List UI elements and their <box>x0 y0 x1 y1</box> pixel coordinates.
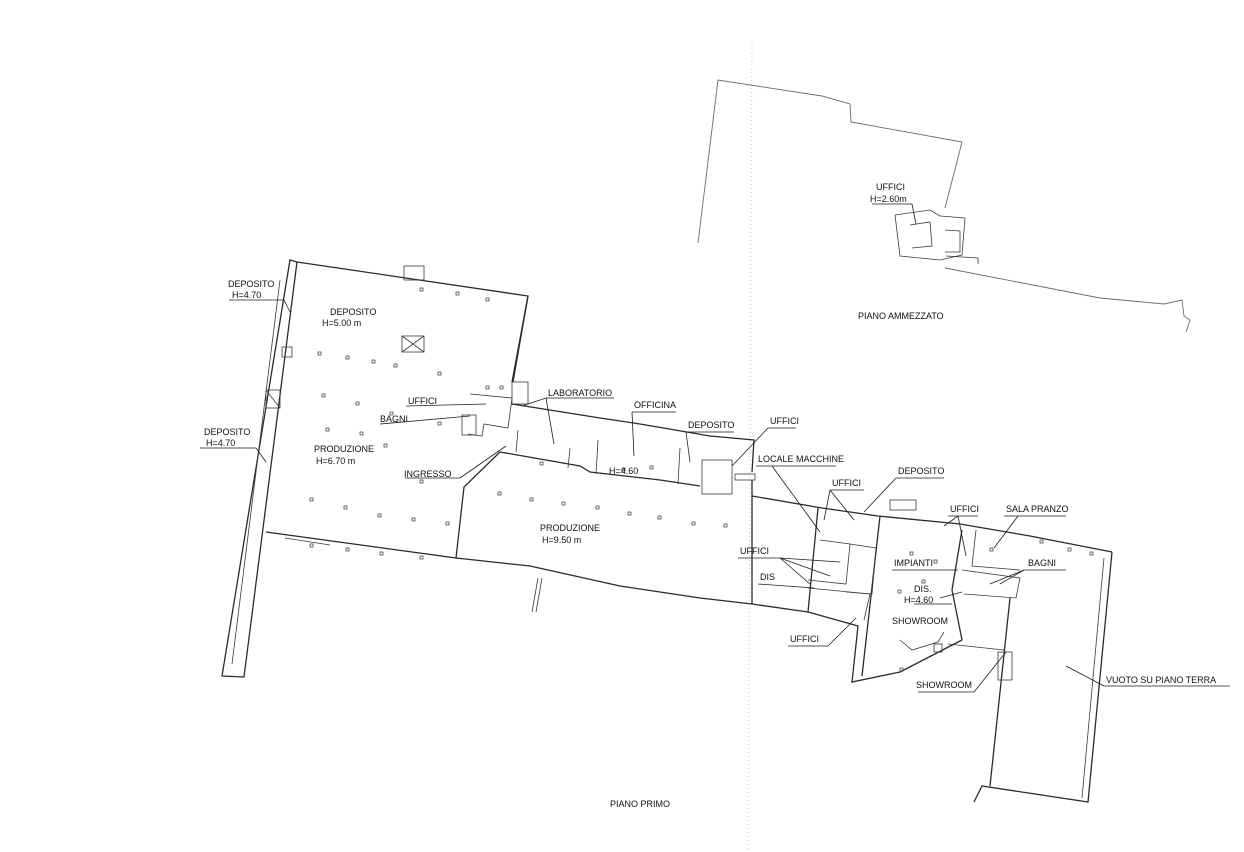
column-marker <box>909 551 914 556</box>
label-uffici-left: UFFICI <box>408 396 437 406</box>
column-marker <box>377 513 382 518</box>
column-marker <box>899 667 904 672</box>
label-impianti: IMPIANTI <box>894 558 933 568</box>
column-marker <box>383 443 388 448</box>
column-marker <box>389 411 394 416</box>
column-marker <box>309 543 314 548</box>
column-markers <box>309 287 1094 672</box>
column-marker <box>485 385 490 390</box>
column-marker <box>1067 547 1072 552</box>
label-locale-macchine: LOCALE MACCHINE <box>758 454 844 464</box>
label-laboratorio: LABORATORIO <box>548 388 612 398</box>
column-marker <box>393 363 398 368</box>
column-marker <box>539 461 544 466</box>
label-height-officina: H=4.60 <box>609 466 638 476</box>
label-height-deposito-top-left: H=4.70 <box>232 290 261 300</box>
produzione-hall-walls <box>284 480 809 613</box>
label-height-deposito-main: H=5.00 m <box>322 318 361 328</box>
label-vuoto: VUOTO SU PIANO TERRA <box>1106 675 1216 685</box>
right-block-walls <box>751 495 1113 683</box>
column-marker <box>561 501 566 506</box>
column-marker <box>595 505 600 510</box>
central-corridor-walls <box>499 403 756 495</box>
column-marker <box>497 491 502 496</box>
column-marker <box>691 521 696 526</box>
column-marker <box>359 431 364 436</box>
column-marker <box>627 511 632 516</box>
label-bagni-left: BAGNI <box>380 414 408 424</box>
label-produzione-left: PRODUZIONE <box>314 444 374 454</box>
column-marker <box>419 479 424 484</box>
label-height-produzione-main: H=9.50 m <box>542 535 581 545</box>
label-uffici-bottom: UFFICI <box>790 634 819 644</box>
column-marker <box>529 497 534 502</box>
column-marker <box>621 467 626 472</box>
label-showroom-outer: SHOWROOM <box>916 680 972 690</box>
column-marker <box>485 297 490 302</box>
label-uffici-right-top: UFFICI <box>832 478 861 488</box>
column-marker <box>437 421 442 426</box>
column-marker <box>419 555 424 560</box>
label-height-showroom-area: H=4.60 <box>904 595 933 605</box>
label-height-mezzanine: H=2.60m <box>870 194 907 204</box>
label-uffici-mid: UFFICI <box>770 416 799 426</box>
column-marker <box>657 515 662 520</box>
room-labels: UFFICI H=2.60m PIANO AMMEZZATO DEPOSITO … <box>204 182 1216 809</box>
column-marker <box>345 547 350 552</box>
label-height-produzione-left: H=6.70 m <box>316 456 355 466</box>
column-marker <box>649 465 654 470</box>
label-height-deposito-left: H=4.70 <box>206 438 235 448</box>
column-marker <box>455 291 460 296</box>
label-produzione-main: PRODUZIONE <box>540 523 600 533</box>
column-marker <box>321 393 326 398</box>
column-marker <box>921 579 926 584</box>
label-deposito-top-left: DEPOSITO <box>228 279 274 289</box>
label-officina: OFFICINA <box>634 400 676 410</box>
column-marker <box>445 521 450 526</box>
label-deposito-right: DEPOSITO <box>898 466 944 476</box>
label-deposito-main: DEPOSITO <box>330 307 376 317</box>
label-dis-right: DIS. <box>914 584 932 594</box>
column-marker <box>723 523 728 528</box>
column-marker <box>419 287 424 292</box>
sheet-seam <box>747 39 753 852</box>
label-piano-ammezzato: PIANO AMMEZZATO <box>858 311 944 321</box>
column-marker <box>1039 539 1044 544</box>
label-dis-left: DIS <box>760 572 775 582</box>
column-marker <box>317 351 322 356</box>
column-marker <box>989 547 994 552</box>
label-uffici-right: UFFICI <box>950 504 979 514</box>
column-marker <box>355 401 360 406</box>
column-marker <box>933 559 938 564</box>
label-sala-pranzo: SALA PRANZO <box>1006 504 1069 514</box>
label-bagni-right: BAGNI <box>1028 558 1056 568</box>
label-showroom-inner: SHOWROOM <box>892 616 948 626</box>
column-marker <box>309 497 314 502</box>
leader-lines <box>200 203 1230 693</box>
mezzanine-outline <box>697 79 1191 333</box>
column-marker <box>371 359 376 364</box>
left-strip-walls <box>221 259 298 678</box>
label-piano-primo: PIANO PRIMO <box>610 799 670 809</box>
label-deposito-left: DEPOSITO <box>204 427 250 437</box>
column-marker <box>897 589 902 594</box>
column-marker <box>379 551 384 556</box>
void-area-walls <box>947 551 1113 803</box>
column-marker <box>437 371 442 376</box>
left-block-walls <box>265 261 529 559</box>
label-ingresso: INGRESSO <box>404 469 452 479</box>
label-deposito-mid: DEPOSITO <box>688 420 734 430</box>
column-marker <box>411 517 416 522</box>
column-marker <box>499 385 504 390</box>
column-marker <box>345 355 350 360</box>
column-marker <box>343 505 348 510</box>
label-uffici-mezzanine: UFFICI <box>876 182 905 192</box>
label-uffici-lower: UFFICI <box>740 546 769 556</box>
column-marker <box>325 427 330 432</box>
column-marker <box>1089 551 1094 556</box>
